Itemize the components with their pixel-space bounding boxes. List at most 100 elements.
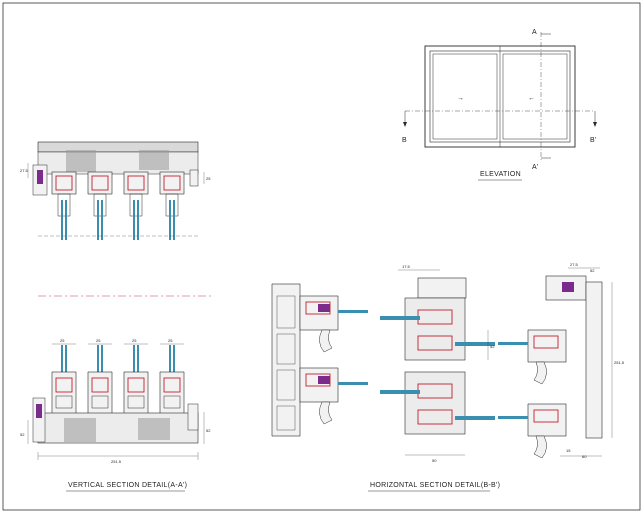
caption-vertical-section: VERTICAL SECTION DETAIL(A-A') bbox=[68, 482, 187, 489]
interlock-dim-bottom: 50 bbox=[432, 458, 437, 463]
jamb-left-frame bbox=[271, 283, 301, 437]
hs-left-glass bbox=[338, 382, 368, 385]
head-frame bbox=[37, 141, 199, 153]
slide-arrow-right-icon: ← bbox=[528, 95, 535, 102]
head-sash-group bbox=[51, 171, 185, 240]
hs-left-handle-icon bbox=[319, 329, 333, 353]
head-glass-pane bbox=[65, 200, 67, 240]
jamb-right-frame bbox=[585, 281, 603, 439]
head-glass-pane bbox=[169, 200, 171, 240]
sill-top-dim-label: 25 bbox=[132, 338, 137, 343]
jamb-right: 251.5 27.5 52 15 60 bbox=[545, 262, 625, 459]
sill-dim-right: 52 bbox=[206, 428, 211, 433]
head-glass-pane bbox=[101, 200, 103, 240]
label-b-left: B bbox=[402, 137, 407, 144]
head-right-cap bbox=[189, 169, 199, 187]
label-b-right: B' bbox=[590, 137, 596, 144]
jamb-right-dim-bottom-b: 60 bbox=[582, 454, 587, 459]
label-a-bottom: A' bbox=[532, 164, 538, 171]
head-left-hardware bbox=[37, 170, 43, 184]
interlock-glass-4 bbox=[455, 416, 495, 420]
label-a-top: A bbox=[532, 29, 537, 36]
jamb-right-dim-top-b: 52 bbox=[590, 268, 595, 273]
head-sash-bead bbox=[129, 193, 143, 217]
jamb-right-dim-side: 251.5 bbox=[614, 360, 625, 365]
sill-glass-pane bbox=[137, 345, 139, 380]
caption-horizontal-section: HORIZONTAL SECTION DETAIL(B-B') bbox=[370, 482, 500, 489]
hs-right-sash-gasket bbox=[533, 409, 559, 423]
interlock-gasket-4 bbox=[417, 409, 453, 425]
jamb-left-chamber-3 bbox=[276, 369, 296, 401]
sill-glass-pane bbox=[169, 345, 171, 380]
interlock-top-cap bbox=[417, 277, 467, 299]
interlock-dim-top: 17.5 bbox=[402, 264, 411, 269]
sill-sash-chamber bbox=[127, 395, 145, 409]
sill-insulation-2 bbox=[138, 418, 170, 440]
head-glass-pane bbox=[137, 200, 139, 240]
section-b-arrow-right bbox=[593, 122, 597, 127]
horizontal-section: 17.5 50 52 251.5 27.5 52 15 60 bbox=[271, 262, 625, 463]
hs-left-glass bbox=[338, 310, 368, 313]
hs-right-handle-icon bbox=[533, 361, 547, 385]
interlock-glass-1 bbox=[380, 316, 420, 320]
head-sash-gasket bbox=[127, 175, 145, 191]
sill-glass-pane bbox=[65, 345, 67, 380]
head-sash-bead bbox=[93, 193, 107, 217]
sill-sash-gasket bbox=[163, 377, 181, 393]
sill-top-dim-label: 25 bbox=[96, 338, 101, 343]
head-glass-pane bbox=[61, 200, 63, 240]
interlock-body-lower bbox=[404, 371, 466, 435]
jamb-left-chamber-2 bbox=[276, 333, 296, 365]
sill-dim-bottom: 251.5 bbox=[111, 459, 122, 464]
hs-right-sash-gasket bbox=[533, 335, 559, 349]
sill-top-dim-label: 25 bbox=[168, 338, 173, 343]
head-dim-left: 27.5 bbox=[20, 168, 29, 173]
jamb-right-dim-bottom-a: 15 bbox=[566, 448, 571, 453]
sill-glass-pane bbox=[133, 345, 135, 380]
head-insulation-1 bbox=[66, 150, 96, 172]
jamb-right-hardware bbox=[562, 282, 574, 292]
sill-glass-pane bbox=[101, 345, 103, 380]
sill-left-hardware bbox=[36, 404, 42, 418]
sill-right-cap bbox=[187, 403, 199, 431]
head-glass-pane bbox=[173, 200, 175, 240]
head-glass-pane bbox=[97, 200, 99, 240]
hs-left-sash-hardware bbox=[318, 376, 330, 384]
slide-arrow-left-icon: → bbox=[457, 95, 464, 102]
sill-glass-pane bbox=[61, 345, 63, 380]
hs-right-sash-group bbox=[498, 329, 567, 459]
interlock-glass-2 bbox=[455, 342, 495, 346]
sill-top-dim-label: 25 bbox=[60, 338, 65, 343]
head-sash-bead bbox=[165, 193, 179, 217]
head-glass-pane bbox=[133, 200, 135, 240]
hs-right-glass bbox=[498, 416, 528, 419]
jamb-right-dim-top-a: 27.5 bbox=[570, 262, 579, 267]
elevation-sash-right bbox=[502, 53, 568, 140]
sill-sash-chamber bbox=[55, 395, 73, 409]
vertical-section-sill: 251.5 52 52 25 25 25 25 bbox=[20, 338, 211, 464]
head-dim-right: 25 bbox=[206, 176, 211, 181]
interlock-middle: 17.5 50 52 bbox=[380, 264, 495, 463]
section-b-arrow-left bbox=[403, 122, 407, 127]
interlock-glass-3 bbox=[380, 390, 420, 394]
sill-dim-left: 52 bbox=[20, 432, 25, 437]
head-sash-gasket bbox=[163, 175, 181, 191]
sill-sash-gasket bbox=[55, 377, 73, 393]
sill-top-dims: 25 25 25 25 bbox=[52, 338, 184, 345]
interlock-gasket-2 bbox=[417, 335, 453, 351]
sill-sash-chamber bbox=[163, 395, 181, 409]
head-insulation-2 bbox=[139, 150, 169, 170]
sill-sash-chamber bbox=[91, 395, 109, 409]
jamb-left-chamber-4 bbox=[276, 405, 296, 431]
elevation-view: A A' B B' → ← ELEVATION bbox=[402, 29, 597, 181]
jamb-left-chamber-1 bbox=[276, 295, 296, 329]
head-sash-bead bbox=[57, 193, 71, 217]
sill-glass-pane bbox=[97, 345, 99, 380]
head-sash-gasket bbox=[91, 175, 109, 191]
jamb-left bbox=[271, 283, 301, 437]
hs-right-handle-icon bbox=[533, 435, 547, 459]
caption-elevation: ELEVATION bbox=[480, 171, 521, 178]
sill-sash-group bbox=[51, 345, 185, 415]
